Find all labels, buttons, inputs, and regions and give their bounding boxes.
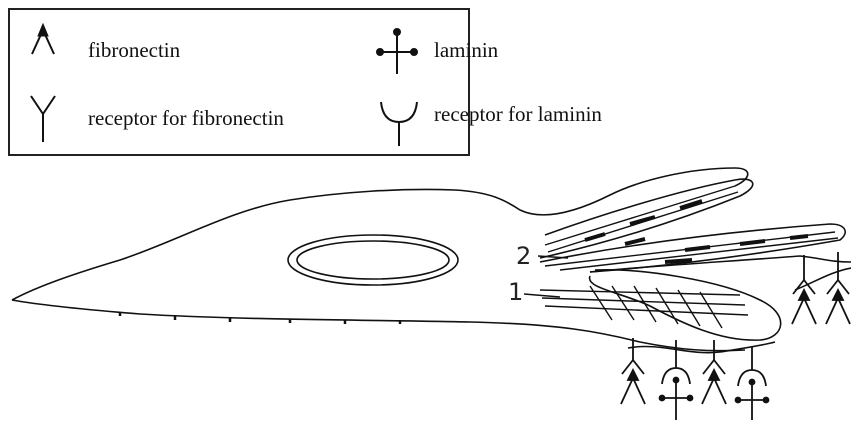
nucleus-outer [288, 235, 458, 285]
laminin-receptor-icon [381, 102, 417, 146]
label-1: 1 [508, 278, 523, 306]
actin-bundles-2 [585, 201, 808, 262]
fibronectin-receptor-icon [31, 96, 55, 142]
fibronectin-unit [826, 252, 850, 324]
laminin-icon [377, 29, 417, 74]
label-2-leader [538, 256, 568, 258]
cell-outline [12, 168, 748, 300]
fibronectin-unit [621, 338, 645, 404]
membrane-dots [120, 312, 400, 324]
substrate-line-lower [628, 342, 775, 353]
stress-fibers-1 [540, 290, 748, 315]
stress-fibers-2 [545, 186, 838, 270]
label-1-leader [524, 294, 560, 297]
nucleus-inner [297, 241, 449, 279]
protrusion-lower [590, 256, 851, 272]
adhesion-complexes-right [792, 252, 850, 324]
adhesion-complexes-lower [621, 338, 769, 420]
laminin-unit [736, 346, 769, 420]
protrusion-middle [540, 224, 845, 272]
legend-laminin-label: laminin [434, 38, 498, 63]
cell-lower-outline [12, 300, 745, 351]
legend: fibronectin laminin receptor for fibrone… [8, 8, 470, 156]
fibronectin-icon [32, 24, 54, 54]
laminin-unit [660, 340, 693, 420]
protrusion-upper [540, 179, 753, 258]
substrate-line-right [795, 268, 851, 290]
legend-fibronectin-receptor-label: receptor for fibronectin [88, 106, 284, 131]
legend-icons [10, 10, 472, 158]
legend-fibronectin-label: fibronectin [88, 38, 180, 63]
fibronectin-unit [702, 340, 726, 404]
lobe-1 [590, 270, 781, 340]
legend-laminin-receptor-label: receptor for laminin [434, 102, 602, 127]
cross-hatch-1 [590, 286, 722, 328]
fibronectin-unit [792, 255, 816, 324]
label-2: 2 [516, 242, 531, 270]
